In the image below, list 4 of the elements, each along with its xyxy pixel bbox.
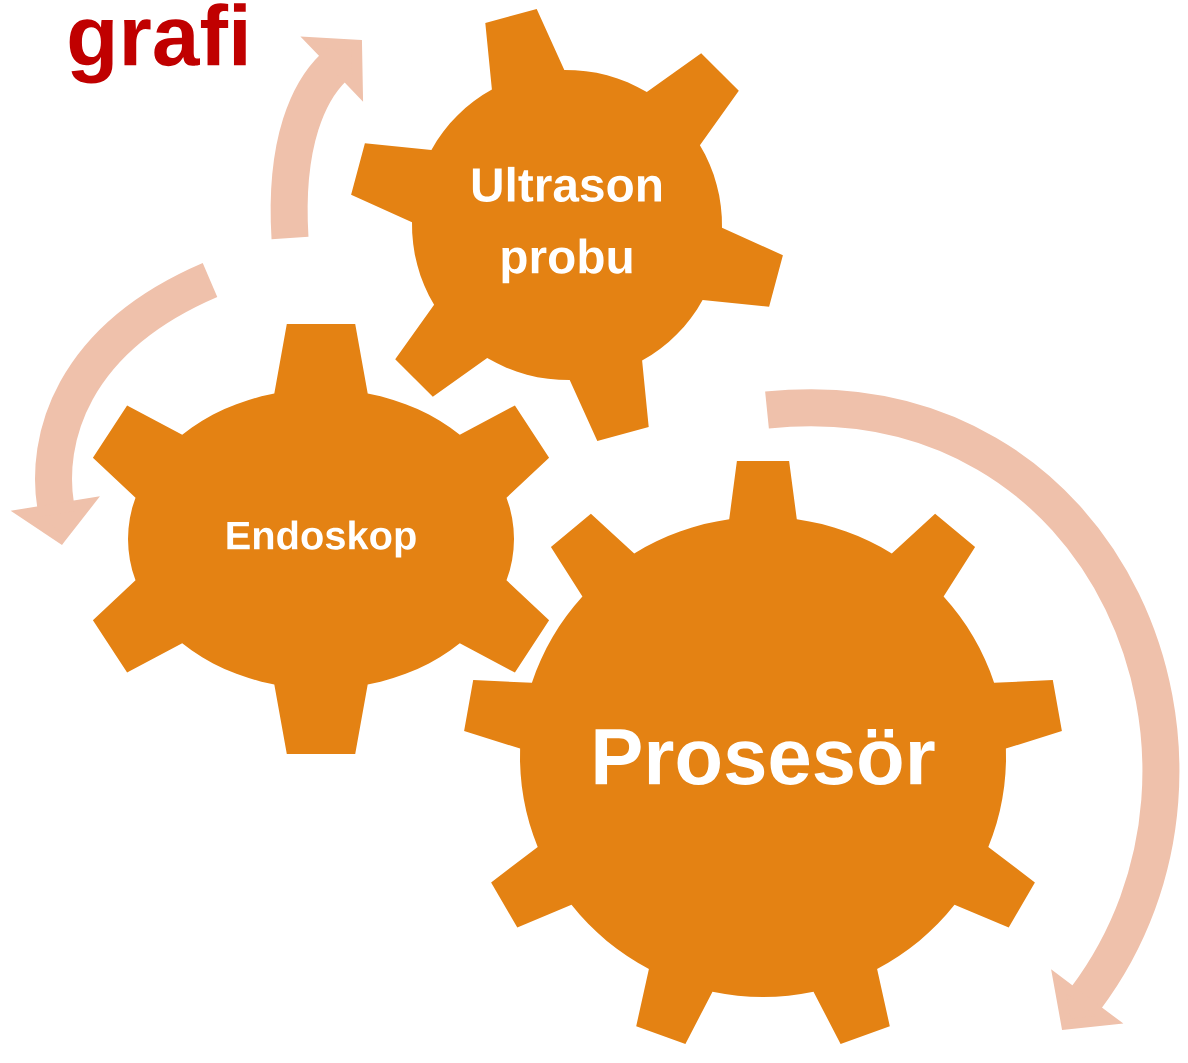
gear: Ultrason probu xyxy=(351,9,783,441)
gear: Endoskop xyxy=(92,324,550,754)
title: grafi xyxy=(69,3,246,84)
gear: Prosesör xyxy=(464,461,1062,1044)
